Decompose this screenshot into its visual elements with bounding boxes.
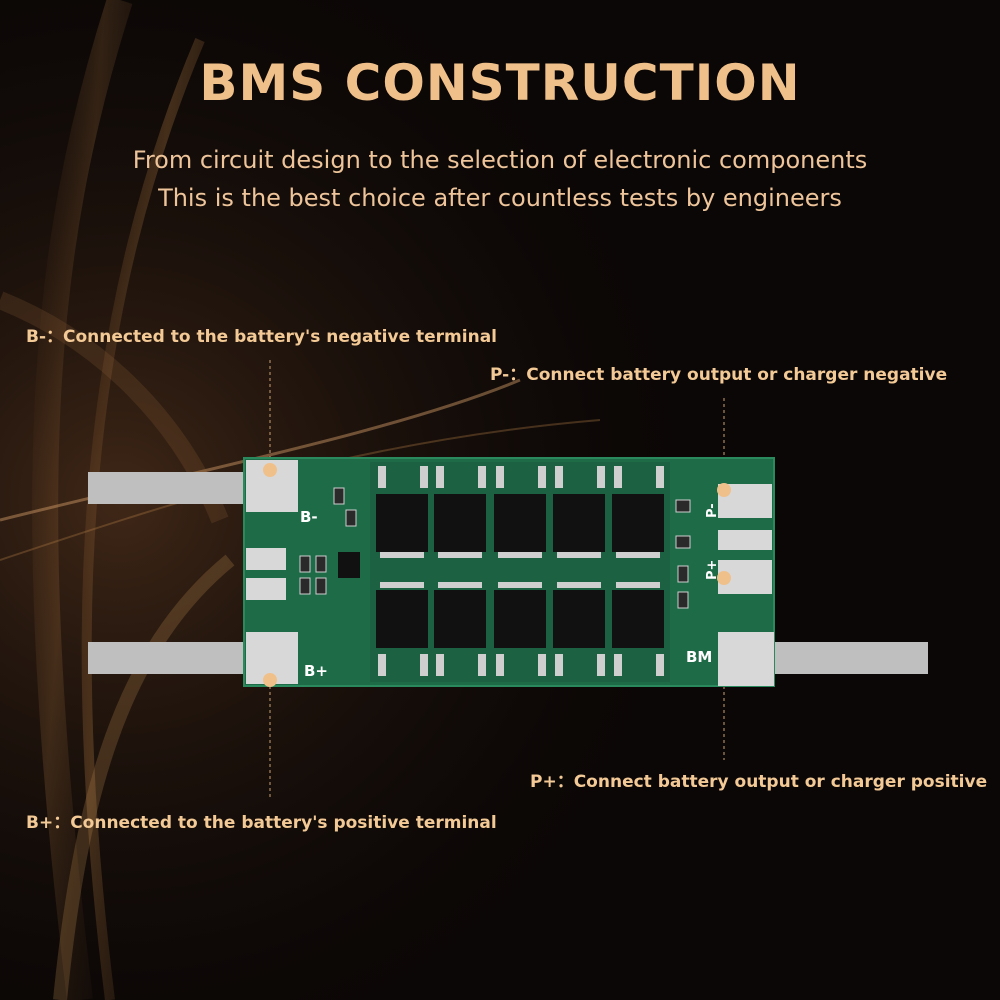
callout-b-positive: B+：Connected to the battery's positive t… xyxy=(26,813,497,833)
marker-p-plus xyxy=(717,571,731,585)
silk-p-plus: P+ xyxy=(705,560,720,580)
marker-p-minus xyxy=(717,483,731,497)
silk-p-minus: P- xyxy=(705,503,720,518)
silk-b-plus: B+ xyxy=(304,662,328,680)
subtitle-line-2: This is the best choice after countless … xyxy=(158,184,842,212)
callout-b-negative: B-：Connected to the battery's negative t… xyxy=(26,327,497,347)
silk-bm: BM xyxy=(686,648,712,666)
marker-b-minus xyxy=(263,463,277,477)
mosfets-top xyxy=(376,466,664,558)
marker-b-plus xyxy=(263,673,277,687)
subtitle-line-1: From circuit design to the selection of … xyxy=(132,146,868,174)
small-components xyxy=(299,487,691,609)
nickel-strip-bm xyxy=(760,642,928,674)
silk-b-minus: B- xyxy=(300,508,318,526)
page-title: BMS CONSTRUCTION xyxy=(199,54,801,112)
callout-p-positive: P+：Connect battery output or charger pos… xyxy=(530,772,988,792)
leader-lines xyxy=(269,360,725,800)
pad-mid-1 xyxy=(246,548,286,570)
nickel-strip-b-minus xyxy=(88,472,258,504)
nickel-strip-b-plus xyxy=(88,642,258,674)
mosfets-bottom xyxy=(376,582,664,676)
callout-p-negative: P-：Connect battery output or charger neg… xyxy=(490,365,948,385)
pad-bm xyxy=(718,632,774,686)
pad-t xyxy=(718,530,772,550)
pad-mid-2 xyxy=(246,578,286,600)
